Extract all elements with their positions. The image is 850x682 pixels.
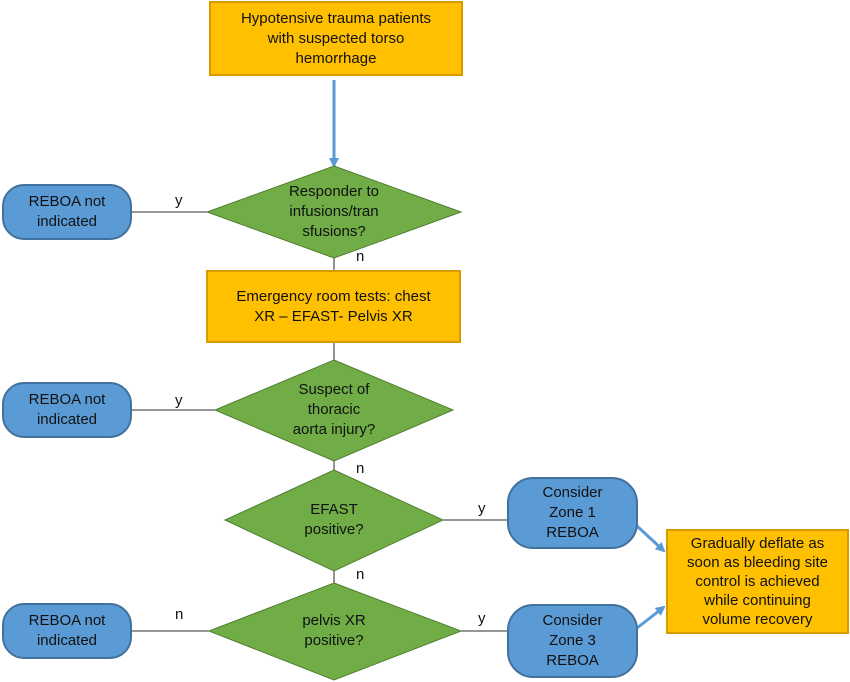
- decision-pelvis-diamond: [207, 582, 463, 681]
- edge-label-d4-no: n: [175, 606, 184, 623]
- reboa-not-indicated-3: REBOA not indicated: [2, 603, 132, 659]
- decision-responder-diamond: [205, 165, 463, 259]
- decision-thoracic-diamond: [213, 359, 455, 462]
- consider-zone3-reboa: Consider Zone 3 REBOA: [507, 604, 638, 678]
- reboa-not-indicated-1: REBOA not indicated: [2, 184, 132, 240]
- decision-efast-text: EFAST positive?: [304, 501, 364, 538]
- deflate-box: Gradually deflate as soon as bleeding si…: [666, 529, 849, 634]
- arrow-zone1-to-deflate: [635, 524, 666, 553]
- edge-label-d3-yes: y: [478, 500, 486, 517]
- er-tests-box: Emergency room tests: chest XR – EFAST- …: [206, 270, 461, 343]
- decision-thoracic-text: Suspect of thoracic aorta injury?: [292, 381, 376, 438]
- decision-responder-text: Responder to infusions/tran sfusions?: [288, 183, 380, 240]
- edge-label-d2-no: n: [356, 460, 365, 477]
- edge-label-d2-yes: y: [175, 392, 183, 409]
- edge-label-d3-no: n: [356, 566, 365, 583]
- reboa-not-indicated-2: REBOA not indicated: [2, 382, 132, 438]
- start-box: Hypotensive trauma patients with suspect…: [209, 1, 463, 76]
- edge-label-d1-yes: y: [175, 192, 183, 209]
- decision-pelvis-text: pelvis XR positive?: [302, 612, 366, 649]
- edge-label-d1-no: n: [356, 248, 365, 265]
- consider-zone1-reboa: Consider Zone 1 REBOA: [507, 477, 638, 549]
- arrow-zone3-to-deflate: [636, 605, 666, 630]
- edge-label-d4-yes: y: [478, 610, 486, 627]
- decision-efast-diamond: [223, 469, 445, 572]
